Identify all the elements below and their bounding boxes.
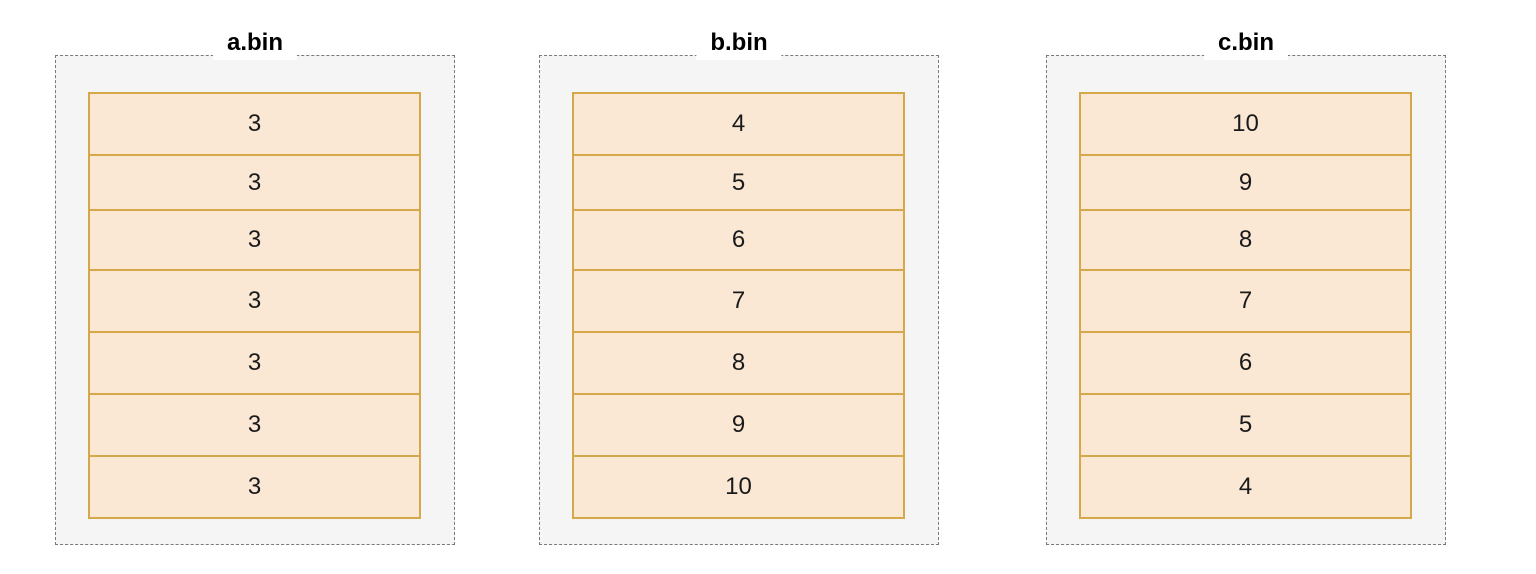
bin-c-cell: 6 [1079, 331, 1412, 395]
bin-b-cell: 7 [572, 269, 905, 333]
bin-a-container: a.bin 3 3 3 3 3 3 3 [55, 26, 455, 545]
bin-b-cell: 10 [572, 455, 905, 519]
bin-a-cell: 3 [88, 393, 421, 457]
bin-c-cell: 9 [1079, 154, 1412, 211]
bin-c-stack: 10 9 8 7 6 5 4 [1079, 92, 1412, 519]
bin-b-cell: 6 [572, 209, 905, 271]
bin-b-cell: 9 [572, 393, 905, 457]
bin-a-cell: 3 [88, 269, 421, 333]
bin-b-stack: 4 5 6 7 8 9 10 [572, 92, 905, 519]
bin-b-cell: 8 [572, 331, 905, 395]
bin-c-cell: 8 [1079, 209, 1412, 271]
bin-a-cell: 3 [88, 209, 421, 271]
bin-a-title: a.bin [212, 26, 298, 60]
bin-c-cell: 5 [1079, 393, 1412, 457]
bin-a-cell: 3 [88, 154, 421, 211]
bin-a-cell: 3 [88, 455, 421, 519]
bin-b-container: b.bin 4 5 6 7 8 9 10 [539, 26, 939, 545]
bin-b-cell: 5 [572, 154, 905, 211]
bin-c-container: c.bin 10 9 8 7 6 5 4 [1046, 26, 1446, 545]
bin-b-cell: 4 [572, 92, 905, 156]
bin-a-cell: 3 [88, 331, 421, 395]
bin-a-stack: 3 3 3 3 3 3 3 [88, 92, 421, 519]
bin-c-cell: 4 [1079, 455, 1412, 519]
bin-b-title: b.bin [696, 26, 782, 60]
bin-c-cell: 10 [1079, 92, 1412, 156]
bin-c-cell: 7 [1079, 269, 1412, 333]
bin-c-title: c.bin [1203, 26, 1289, 60]
bin-a-cell: 3 [88, 92, 421, 156]
